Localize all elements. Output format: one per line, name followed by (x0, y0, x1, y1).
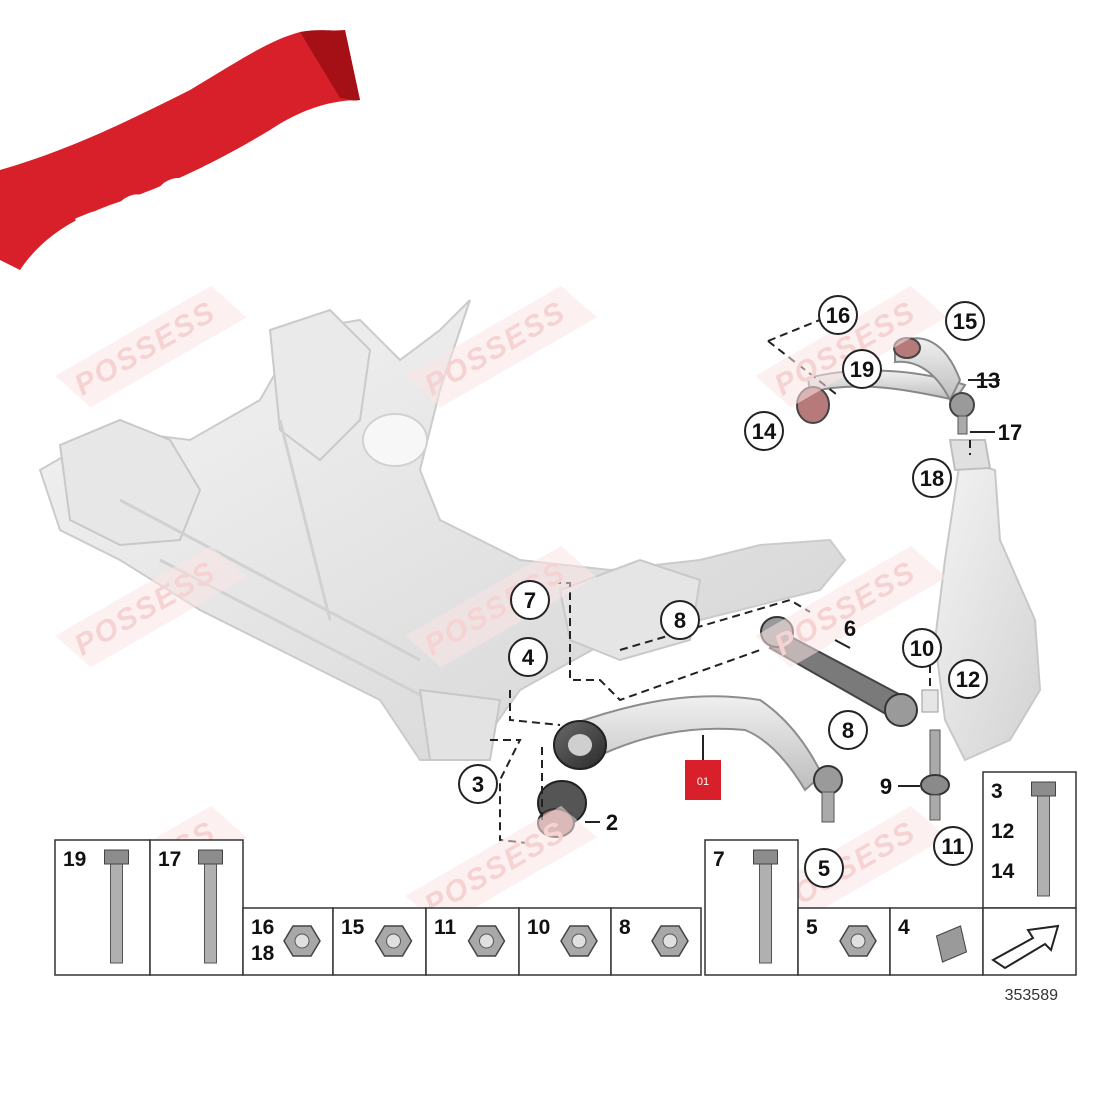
parts-table-label: 14 (991, 860, 1015, 883)
svg-text:8: 8 (842, 718, 854, 743)
parts-table-cell (982, 907, 1077, 976)
svg-text:16: 16 (826, 303, 850, 328)
clip-icon (935, 925, 968, 963)
parts-table-cell: 15 (332, 907, 427, 976)
parts-table-label: 17 (158, 848, 181, 871)
parts-table-cell: 5 (797, 907, 891, 976)
ball-joint-link (920, 689, 950, 821)
parts-table-cell: 10 (518, 907, 612, 976)
subframe-illustration (38, 299, 847, 761)
callout: 7 (510, 580, 550, 620)
callout: 16 (818, 295, 858, 335)
parts-table-label: 4 (898, 916, 910, 939)
callout-label: 9 (880, 774, 892, 799)
part-marker-label: 01 (697, 776, 709, 788)
callout: 18 (912, 458, 952, 498)
callout: 19 (842, 349, 882, 389)
parts-table-label: 10 (527, 916, 550, 939)
steering-knuckle (933, 439, 1042, 762)
callout-label: 17 (998, 420, 1022, 445)
parts-table-label: 3 (991, 780, 1003, 803)
svg-text:14: 14 (752, 419, 777, 444)
parts-table-label: 15 (341, 916, 365, 939)
svg-text:17: 17 (998, 420, 1022, 445)
callout: 5 (804, 848, 844, 888)
svg-text:4: 4 (522, 645, 535, 670)
callout-tick (834, 639, 851, 649)
parts-table-cell: 8 (610, 907, 702, 976)
bolt-icon (1037, 789, 1050, 897)
svg-text:12: 12 (956, 667, 980, 692)
svg-text:3: 3 (472, 772, 484, 797)
parts-table-label: 12 (991, 820, 1014, 843)
svg-text:18: 18 (920, 466, 944, 491)
parts-table-label: 11 (434, 916, 457, 939)
parts-table-label: 19 (63, 848, 86, 871)
svg-text:6: 6 (844, 616, 856, 641)
upper-control-arm (796, 337, 975, 435)
callout: 3 (458, 764, 498, 804)
svg-text:5: 5 (818, 856, 830, 881)
part-marker: 01 (685, 735, 721, 800)
svg-text:2: 2 (606, 810, 618, 835)
parts-table-cell: 11 (425, 907, 520, 976)
callout-label: 6 (844, 616, 856, 641)
brand-logo: POSSESS (0, 30, 360, 270)
parts-table-cell: 17 (149, 839, 244, 976)
callout-label: 12 (948, 659, 988, 699)
leader-line (509, 690, 561, 726)
callout-label: 2 (606, 810, 618, 835)
svg-text:9: 9 (880, 774, 892, 799)
callout: 8 (660, 600, 700, 640)
svg-text:11: 11 (941, 834, 964, 859)
arrow-icon (991, 924, 1060, 970)
parts-table-cell: 3 12 14 (982, 771, 1077, 909)
callout: 15 (945, 301, 985, 341)
parts-table-label: 18 (251, 942, 275, 965)
callout: 4 (508, 637, 548, 677)
callout: 14 (744, 411, 784, 451)
svg-text:10: 10 (910, 636, 934, 661)
watermark-text: POSSESS (69, 295, 222, 402)
bolt-icon (759, 857, 772, 964)
parts-table-cell: 19 (54, 839, 151, 976)
svg-text:15: 15 (953, 309, 977, 334)
parts-table-cell: 4 (889, 907, 984, 976)
reference-number: 353589 (1005, 987, 1058, 1004)
svg-text:8: 8 (674, 608, 686, 633)
svg-text:7: 7 (524, 588, 536, 613)
watermark-text: POSSESS (419, 815, 572, 922)
bolt-icon (110, 857, 123, 964)
watermark: POSSESS (55, 285, 247, 408)
callout: 11 (933, 826, 973, 866)
bolt-icon (204, 857, 217, 964)
parts-table-label: 16 (251, 916, 274, 939)
svg-text:19: 19 (850, 357, 874, 382)
parts-table-cell: 7 (704, 839, 799, 976)
callout: 10 (902, 628, 942, 668)
parts-table-label: 7 (713, 848, 725, 871)
parts-table-label: 8 (619, 916, 631, 939)
parts-table-label: 5 (806, 916, 818, 939)
lower-control-arm (553, 695, 843, 823)
callout: 8 (828, 710, 868, 750)
